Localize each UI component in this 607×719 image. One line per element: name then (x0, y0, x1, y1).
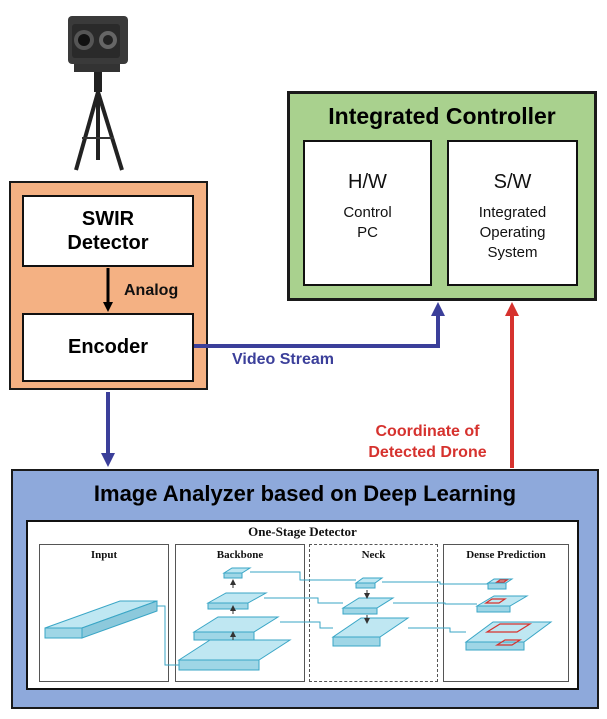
hw-heading: H/W (348, 171, 387, 193)
swir-detector-box: SWIR Detector (22, 195, 194, 267)
swir-camera-icon (68, 16, 128, 171)
stage-dense-label: Dense Prediction (466, 549, 546, 561)
stage-neck: Neck (309, 544, 438, 682)
video-stream-label: Video Stream (232, 351, 334, 368)
sw-description: Integrated Operating System (478, 204, 547, 261)
swir-detector-label: SWIR Detector (67, 208, 149, 254)
encoder-label: Encoder (67, 336, 149, 358)
sw-heading: S/W (493, 171, 532, 193)
encoder-box: Encoder (22, 313, 194, 382)
image-analyzer-title: Image Analyzer based on Deep Learning (93, 481, 517, 506)
stage-neck-label: Neck (361, 549, 386, 561)
stage-backbone: Backbone (175, 544, 305, 682)
integrated-controller-title: Integrated Controller (328, 103, 556, 129)
hw-description: Control PC (343, 204, 392, 241)
coordinate-label: Coordinate of Detected Drone (368, 423, 487, 461)
stage-input-label: Input (90, 549, 118, 561)
video-stream-arrow (194, 302, 445, 348)
stage-input: Input (39, 544, 169, 682)
analog-label: Analog (124, 282, 179, 299)
sw-box: S/W Integrated Operating System (447, 140, 578, 286)
hw-box: H/W Control PC (303, 140, 432, 286)
one-stage-detector-title: One-Stage Detector (248, 524, 357, 539)
stage-dense-prediction: Dense Prediction (443, 544, 569, 682)
stage-backbone-label: Backbone (216, 549, 264, 561)
